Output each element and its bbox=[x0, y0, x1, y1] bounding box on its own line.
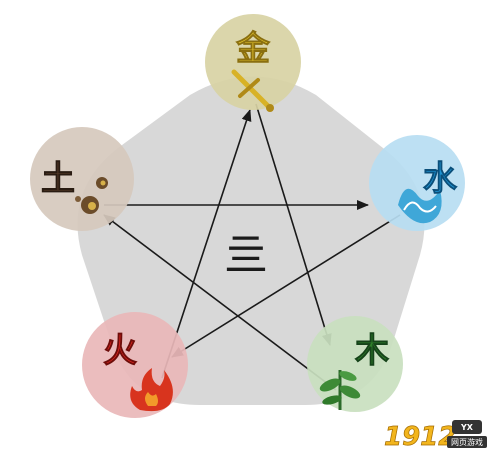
arrow-water-to-fire bbox=[171, 214, 401, 358]
earth-label: 土 bbox=[41, 159, 75, 199]
rock-icon bbox=[75, 177, 108, 214]
wood-label: 木 bbox=[354, 331, 389, 371]
node-wood: 木 bbox=[307, 316, 403, 412]
logo-badge bbox=[452, 420, 482, 434]
leaf-icon bbox=[319, 370, 361, 410]
node-water: 水 bbox=[369, 135, 465, 231]
metal-circle bbox=[205, 14, 301, 110]
node-earth: 土 bbox=[30, 127, 134, 231]
arrows bbox=[103, 103, 401, 391]
site-logo: 1912 YX 网页游戏 bbox=[384, 420, 487, 452]
arrow-wood-to-earth bbox=[103, 214, 337, 391]
sword-icon bbox=[231, 69, 274, 112]
logo-subtitle: 网页游戏 bbox=[451, 437, 483, 447]
flame-icon bbox=[130, 368, 173, 412]
node-fire: 火 bbox=[82, 312, 188, 418]
fire-label: 火 bbox=[103, 331, 137, 371]
metal-label: 金 bbox=[235, 29, 271, 69]
water-label: 水 bbox=[423, 159, 458, 199]
center-character: 亖 bbox=[224, 230, 268, 281]
wave-icon bbox=[398, 188, 442, 224]
logo-subtitle-bg bbox=[447, 436, 487, 448]
earth-circle bbox=[30, 127, 134, 231]
arrow-metal-to-wood bbox=[255, 103, 332, 346]
node-metal: 金 bbox=[205, 14, 301, 112]
logo-badge-text: YX bbox=[460, 423, 474, 432]
logo-number: 1912 bbox=[384, 422, 456, 452]
